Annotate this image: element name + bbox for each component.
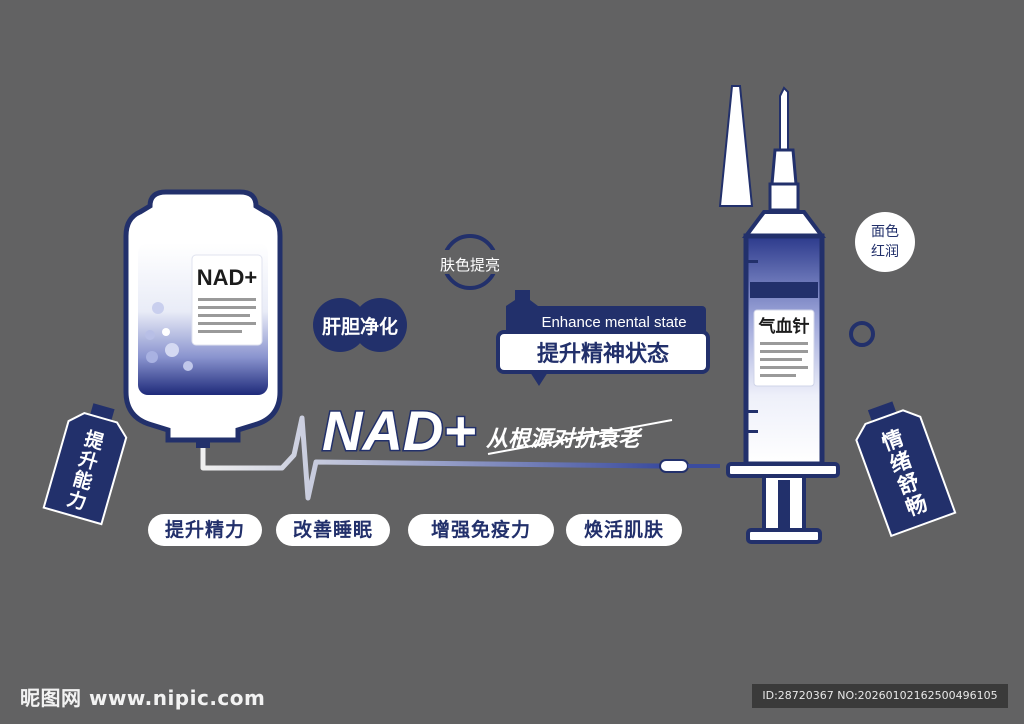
- syringe: 气血针: [718, 85, 840, 544]
- badge-liver-text: 肝胆净化: [322, 315, 398, 338]
- decor-ring: [849, 321, 875, 347]
- callout-cn: 提升精神状态: [537, 341, 669, 367]
- plunger-thumb: [746, 528, 822, 544]
- headline-nad: NAD+: [322, 399, 476, 462]
- needle-connector: [659, 459, 720, 473]
- needle-cap: [718, 85, 754, 207]
- vial-left: 提升能力: [42, 403, 128, 526]
- ecg-tube-line: [200, 415, 661, 501]
- callout-mental-state: Enhance mental state 提升精神状态: [496, 290, 710, 386]
- watermark-site: 昵图网 www.nipic.com: [20, 686, 266, 710]
- pill-immunity: 增强免疫力: [408, 514, 554, 546]
- pill-skin: 焕活肌肤: [566, 514, 682, 546]
- badge-face-line1: 面色: [871, 223, 899, 240]
- badge-face-line2: 红润: [871, 244, 899, 260]
- syringe-label-text: 气血针: [758, 316, 810, 337]
- bag-label-text: NAD+: [197, 265, 258, 290]
- callout-en: Enhance mental state: [541, 314, 686, 331]
- vial-right: 情绪舒畅: [855, 401, 957, 538]
- iv-bag: NAD+: [123, 189, 283, 448]
- badge-face: 面色 红润: [855, 212, 915, 272]
- headline-underline: [487, 419, 673, 455]
- pill-energy: 提升精力: [148, 514, 262, 546]
- badge-liver: 肝胆净化: [313, 298, 407, 352]
- watermark-id: ID:28720367 NO:20260102162500496105: [752, 684, 1008, 708]
- badge-skin: 肤色提亮: [428, 234, 512, 290]
- pill-sleep: 改善睡眠: [276, 514, 390, 546]
- badge-skin-text: 肤色提亮: [440, 256, 500, 274]
